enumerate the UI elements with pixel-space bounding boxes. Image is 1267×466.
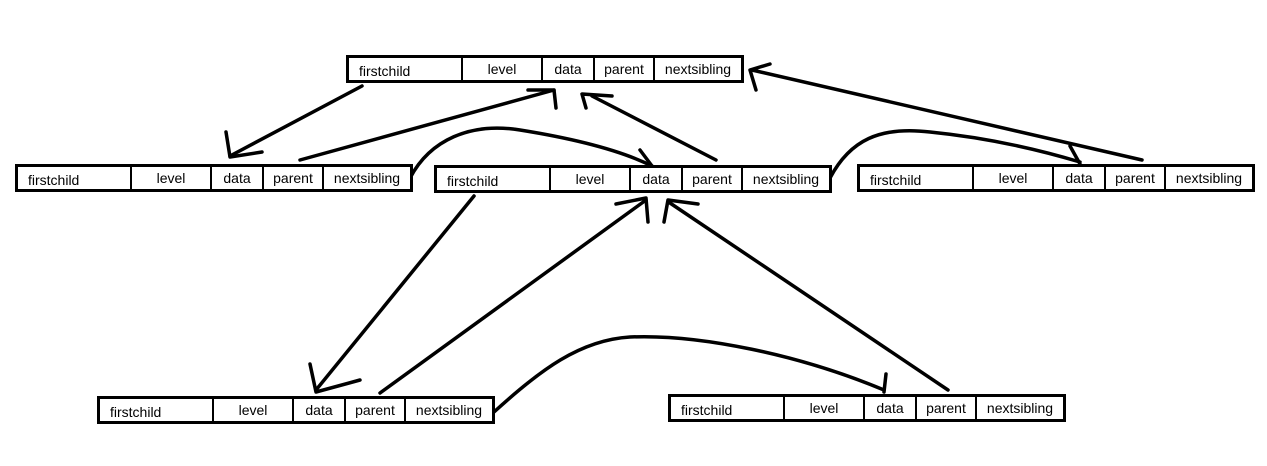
arrowhead	[882, 372, 888, 394]
tree-node-root: firstchild level data parent nextsibling	[346, 55, 744, 83]
arrow-mid1-parent	[298, 88, 556, 162]
data-field: data	[541, 58, 593, 80]
firstchild-field: firstchild	[110, 403, 162, 420]
arrow-leaf1-parent	[378, 198, 648, 395]
nextsibling-field: nextsibling	[741, 168, 829, 190]
arrow-root-firstchild	[228, 84, 364, 158]
level-field: level	[212, 399, 292, 421]
nextsibling-field: nextsibling	[404, 399, 492, 421]
arrowhead	[224, 130, 264, 159]
arrowhead	[638, 148, 654, 168]
arrowhead	[526, 88, 558, 110]
level-field: level	[972, 167, 1052, 189]
arrow-mid2-firstchild	[314, 194, 476, 392]
data-field: data	[629, 168, 681, 190]
arrowhead	[308, 362, 362, 394]
arrowhead	[614, 196, 650, 224]
data-field: data	[1052, 167, 1104, 189]
parent-field: parent	[344, 399, 404, 421]
nextsibling-field: nextsibling	[653, 58, 741, 80]
arrowhead	[662, 198, 700, 224]
firstchild-field: firstchild	[28, 171, 80, 188]
nextsibling-field: nextsibling	[322, 167, 410, 189]
data-field: data	[863, 397, 915, 419]
firstchild-field: firstchild	[447, 172, 499, 189]
arrowhead	[748, 62, 772, 92]
arrow-mid3-parent	[750, 68, 1144, 162]
nextsibling-field: nextsibling	[975, 397, 1063, 419]
firstchild-field: firstchild	[681, 401, 733, 418]
arrowhead	[1068, 144, 1082, 166]
arrow-mid1-nextsibling	[408, 126, 654, 180]
firstchild-field: firstchild	[359, 62, 411, 79]
level-field: level	[461, 58, 541, 80]
arrow-mid2-parent	[590, 94, 718, 162]
arrow-mid2-nextsibling	[828, 128, 1082, 180]
parent-field: parent	[593, 58, 653, 80]
arrowhead	[580, 92, 614, 110]
level-field: level	[783, 397, 863, 419]
data-field: data	[292, 399, 344, 421]
arrow-leaf1-nextsibling	[492, 334, 886, 414]
parent-field: parent	[681, 168, 741, 190]
parent-field: parent	[262, 167, 322, 189]
arrow-leaf2-parent	[668, 201, 950, 392]
data-field: data	[210, 167, 262, 189]
tree-node-leaf-2: firstchild level data parent nextsibling	[668, 394, 1066, 422]
tree-node-mid-3: firstchild level data parent nextsibling	[857, 164, 1255, 192]
tree-node-mid-1: firstchild level data parent nextsibling	[15, 164, 413, 192]
parent-field: parent	[1104, 167, 1164, 189]
tree-node-leaf-1: firstchild level data parent nextsibling	[97, 396, 495, 424]
firstchild-field: firstchild	[870, 171, 922, 188]
tree-node-mid-2: firstchild level data parent nextsibling	[434, 165, 832, 193]
parent-field: parent	[915, 397, 975, 419]
level-field: level	[549, 168, 629, 190]
nextsibling-field: nextsibling	[1164, 167, 1252, 189]
level-field: level	[130, 167, 210, 189]
